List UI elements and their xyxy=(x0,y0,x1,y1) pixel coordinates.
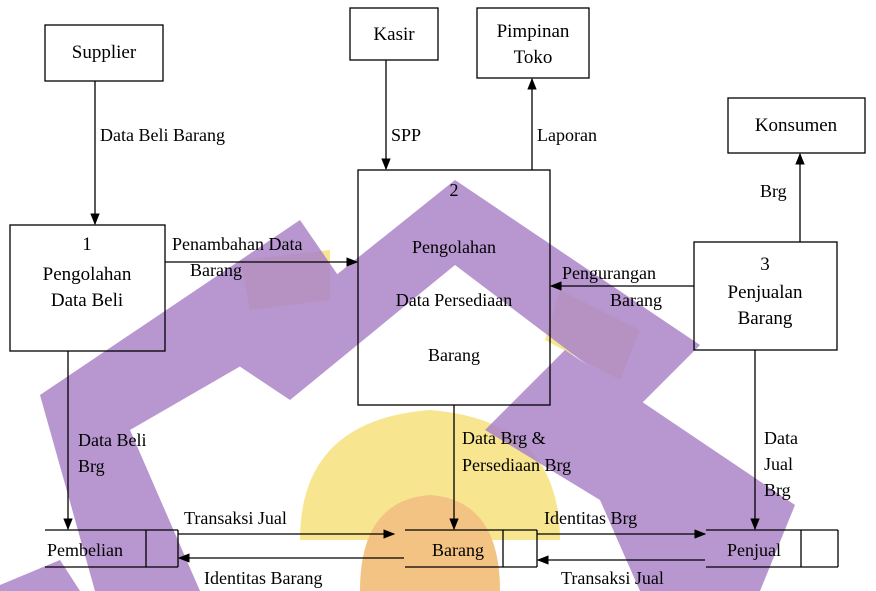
flow-spp-label: SPP xyxy=(391,125,421,145)
flow-brg: Brg xyxy=(760,152,805,242)
entity-pimpinan-label-line2: Toko xyxy=(514,47,553,68)
process-1-number: 1 xyxy=(82,234,92,255)
flow-penambahan-label-line1: Penambahan Data xyxy=(172,234,302,254)
entity-kasir: Kasir xyxy=(349,7,439,61)
store-penjual-label: Penjual xyxy=(727,540,781,560)
flow-data-jual-brg: Data Jual Brg xyxy=(750,350,798,531)
flow-identitas-brg-label: Identitas Brg xyxy=(544,508,637,528)
entity-konsumen: Konsumen xyxy=(727,97,866,154)
store-barang-label: Barang xyxy=(432,540,484,560)
flow-brg-label: Brg xyxy=(760,181,787,201)
flow-transaksi-jual-bottom: Transaksi Jual xyxy=(536,555,705,588)
entity-konsumen-label: Konsumen xyxy=(755,115,838,136)
flow-data-jual-brg-label-line3: Brg xyxy=(764,480,791,500)
flow-pengurangan-label-line2: Barang xyxy=(610,290,662,310)
process-3-number: 3 xyxy=(760,254,770,275)
flow-data-beli-brg-label-line2: Brg xyxy=(78,456,105,476)
flow-data-brg-persediaan: Data Brg & Persediaan Brg xyxy=(449,405,571,531)
flow-data-beli-barang: Data Beli Barang xyxy=(90,81,225,226)
watermark-purple-shapes xyxy=(0,180,795,591)
process-2-label-line3: Barang xyxy=(428,345,480,365)
store-penjual: Penjual xyxy=(706,529,839,568)
process-1-label-line1: Pengolahan xyxy=(43,264,132,285)
process-1: 1 Pengolahan Data Beli xyxy=(9,224,166,352)
process-2-number: 2 xyxy=(450,180,459,200)
entity-supplier-label: Supplier xyxy=(72,42,137,63)
flow-spp: SPP xyxy=(381,60,421,171)
flow-data-brg-persediaan-label-line2: Persediaan Brg xyxy=(462,455,571,475)
flow-data-jual-brg-label-line2: Jual xyxy=(764,454,793,474)
flow-identitas-barang: Identitas Barang xyxy=(177,553,404,588)
flow-data-beli-brg: Data Beli Brg xyxy=(63,351,146,531)
process-3-label-line2: Barang xyxy=(738,308,793,329)
flow-pengurangan-label-line1: Pengurangan xyxy=(562,263,656,283)
flow-data-jual-brg-label-line1: Data xyxy=(764,428,798,448)
flow-penambahan-data-barang: Penambahan Data Barang xyxy=(165,234,359,280)
process-3-label-line1: Penjualan xyxy=(728,282,803,303)
flow-penambahan-label-line2: Barang xyxy=(190,260,242,280)
process-2-label-line2: Data Persediaan xyxy=(396,290,512,310)
flow-laporan: Laporan xyxy=(527,77,597,170)
flow-pengurangan-barang: Pengurangan Barang xyxy=(549,263,694,310)
entity-supplier: Supplier xyxy=(44,24,164,82)
flow-transaksi-jual-top-label: Transaksi Jual xyxy=(184,508,287,528)
flow-identitas-barang-label: Identitas Barang xyxy=(204,568,322,588)
flow-laporan-label: Laporan xyxy=(537,125,597,145)
flow-transaksi-jual-top: Transaksi Jual xyxy=(178,508,396,539)
process-3: 3 Penjualan Barang xyxy=(693,241,838,351)
flow-identitas-brg: Identitas Brg xyxy=(537,508,707,539)
entity-pimpinan-label-line1: Pimpinan xyxy=(497,21,570,42)
flow-data-beli-barang-label: Data Beli Barang xyxy=(100,125,225,145)
process-2-label-line1: Pengolahan xyxy=(412,237,496,257)
process-1-label-line2: Data Beli xyxy=(51,290,123,311)
flow-data-brg-persediaan-label-line1: Data Brg & xyxy=(462,428,546,448)
flow-transaksi-jual-bottom-label: Transaksi Jual xyxy=(561,568,664,588)
flow-data-beli-brg-label-line1: Data Beli xyxy=(78,430,146,450)
entity-kasir-label: Kasir xyxy=(373,24,415,45)
watermark-logo xyxy=(0,180,795,591)
store-pembelian-label: Pembelian xyxy=(47,540,123,560)
entity-pimpinan-toko: Pimpinan Toko xyxy=(476,7,590,79)
